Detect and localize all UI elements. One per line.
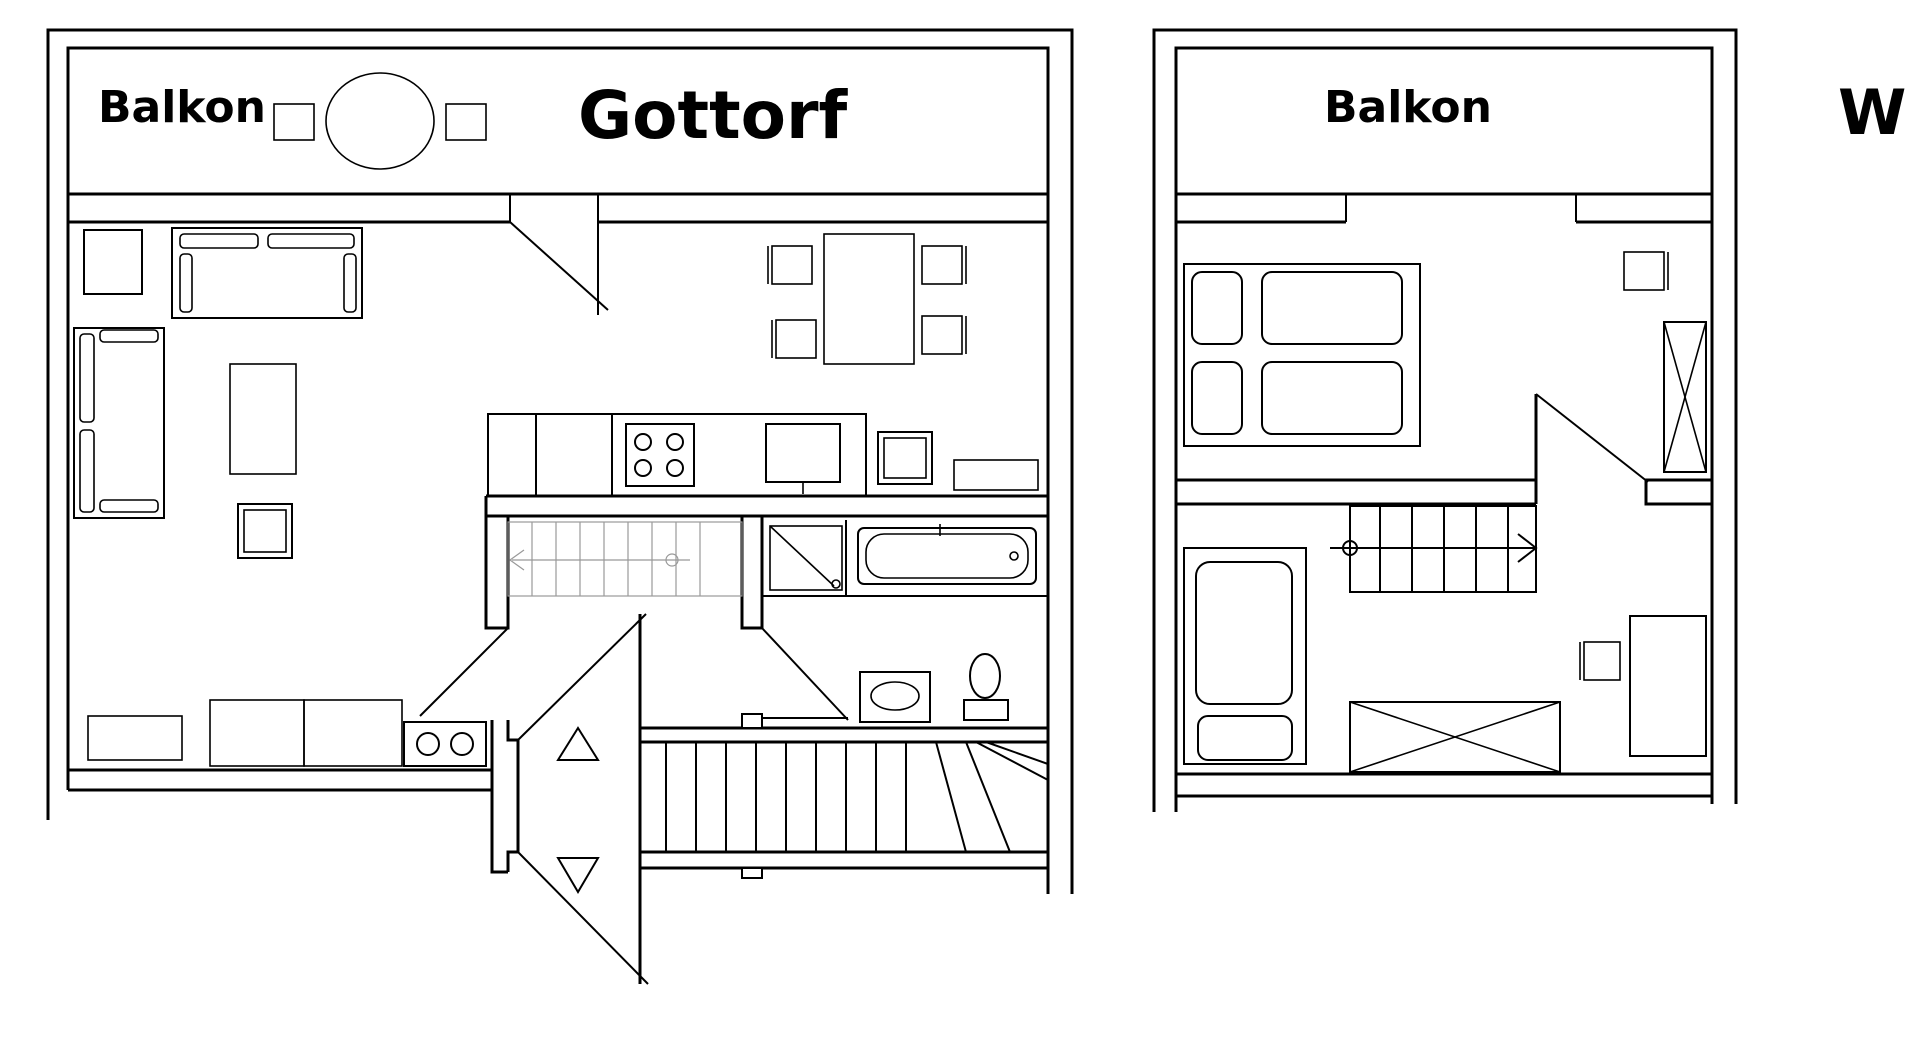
main-staircase [640, 713, 1049, 879]
dining-table-icon [767, 233, 967, 365]
down-arrow-icon [556, 857, 600, 894]
bathroom-fixtures-icon [762, 524, 1037, 723]
right-stairs [1330, 505, 1538, 593]
left-interior-walls [419, 494, 1048, 721]
right-floor-plan: Balkon [1152, 28, 1738, 812]
right-interior-walls [1176, 393, 1714, 506]
compass-west-label: W [1838, 76, 1906, 149]
plan-title: Gottorf [578, 77, 849, 154]
living-area-furniture [73, 227, 363, 559]
right-upper-furniture [1623, 251, 1707, 473]
right-outer-walls [1152, 28, 1738, 812]
kitchen-counter-icon [487, 413, 1039, 497]
balcony-table-set-icon [273, 72, 487, 170]
left-floor-plan: Balkon Gottorf [46, 28, 1074, 985]
balcony-label-right: Balkon [1324, 82, 1492, 133]
bed-icon [1183, 263, 1421, 447]
left-outer-walls [46, 28, 1074, 894]
balcony-label-left: Balkon [98, 82, 266, 133]
lower-counter-icon [87, 699, 487, 767]
left-inner-stairs [507, 521, 743, 597]
entrance-corridor [490, 613, 649, 985]
up-arrow-icon [556, 726, 600, 761]
right-lower-furniture [1183, 547, 1707, 773]
